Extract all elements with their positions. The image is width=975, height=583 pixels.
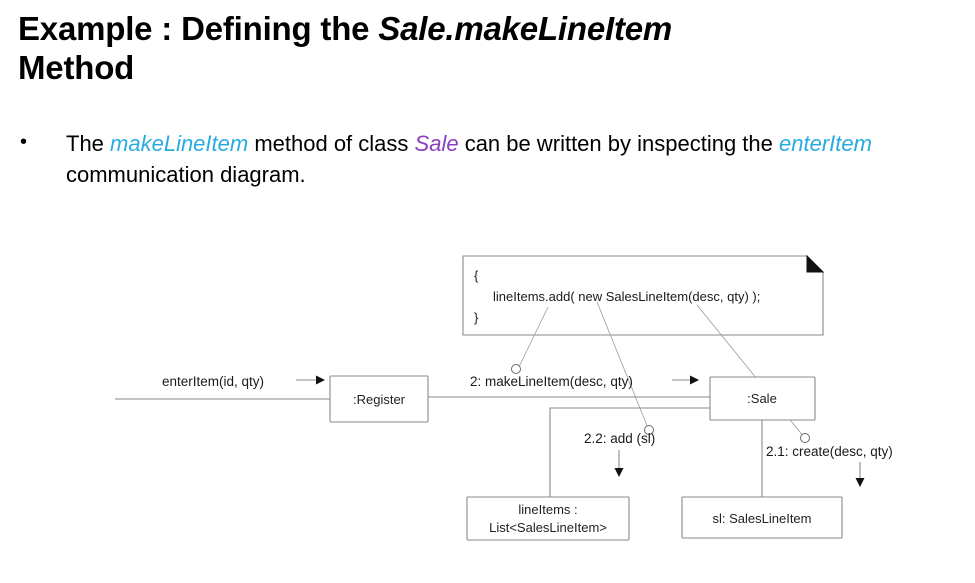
- note-line-2: lineItems.add( new SalesLineItem(desc, q…: [493, 289, 760, 304]
- object-box-register[interactable]: [329, 375, 429, 423]
- note-fold-icon: [806, 254, 825, 273]
- bullet-text-part-2: method of class: [248, 131, 415, 156]
- keyword-make-line-item: makeLineItem: [110, 131, 249, 156]
- bullet-item-text: The makeLineItem method of class Sale ca…: [66, 128, 958, 190]
- note-line-3: }: [474, 310, 479, 325]
- title-line1-italic: Sale.makeLineItem: [378, 10, 673, 47]
- bullet-text-part-4: communication diagram.: [66, 162, 306, 188]
- title-line1-plain: Example : Defining the: [18, 10, 379, 47]
- message-label-add: 2.2: add (sl): [584, 431, 655, 446]
- bullet-text-part-3: can be written by inspecting the: [458, 131, 779, 156]
- bullet-list: • The makeLineItem method of class Sale …: [18, 128, 958, 190]
- bullet-text-part-1: The: [66, 131, 111, 156]
- note-leader-to-make-line-item: [516, 306, 549, 372]
- note-box: [462, 255, 824, 336]
- keyword-enter-item: enterItem: [779, 131, 872, 156]
- title-line2: Method: [18, 48, 135, 86]
- message-arrow-create: [855, 478, 865, 487]
- object-label-lineitems-line2: List<SalesLineItem>: [489, 520, 607, 535]
- message-label-create: 2.1: create(desc, qty): [766, 444, 893, 459]
- object-box-sale[interactable]: [709, 376, 816, 421]
- keyword-sale: Sale: [414, 131, 459, 156]
- anchor-create: [800, 433, 810, 443]
- object-label-sl: sl: SalesLineItem: [713, 511, 812, 526]
- message-arrow-make-line-item: [690, 375, 699, 385]
- link-sale-lineitems: [549, 407, 710, 497]
- object-label-register: :Register: [353, 392, 406, 407]
- message-label-make-line-item: 2: makeLineItem(desc, qty): [470, 374, 633, 389]
- note-line-1: {: [474, 268, 479, 283]
- message-arrow-enteritem: [316, 375, 325, 385]
- object-box-sl[interactable]: [681, 496, 843, 539]
- message-label-enteritem: enterItem(id, qty): [162, 374, 264, 389]
- message-arrow-add: [614, 468, 624, 477]
- bullet-marker: •: [20, 131, 28, 153]
- note-leader-to-add: [596, 301, 649, 429]
- object-label-sale: :Sale: [747, 391, 777, 406]
- object-box-lineitems[interactable]: [466, 496, 630, 541]
- anchor-make-line-item: [511, 364, 521, 374]
- object-label-lineitems-line1: lineItems :: [518, 502, 577, 517]
- page-title: Example : Defining the Sale.makeLineItem…: [18, 10, 948, 88]
- anchor-add: [644, 425, 654, 435]
